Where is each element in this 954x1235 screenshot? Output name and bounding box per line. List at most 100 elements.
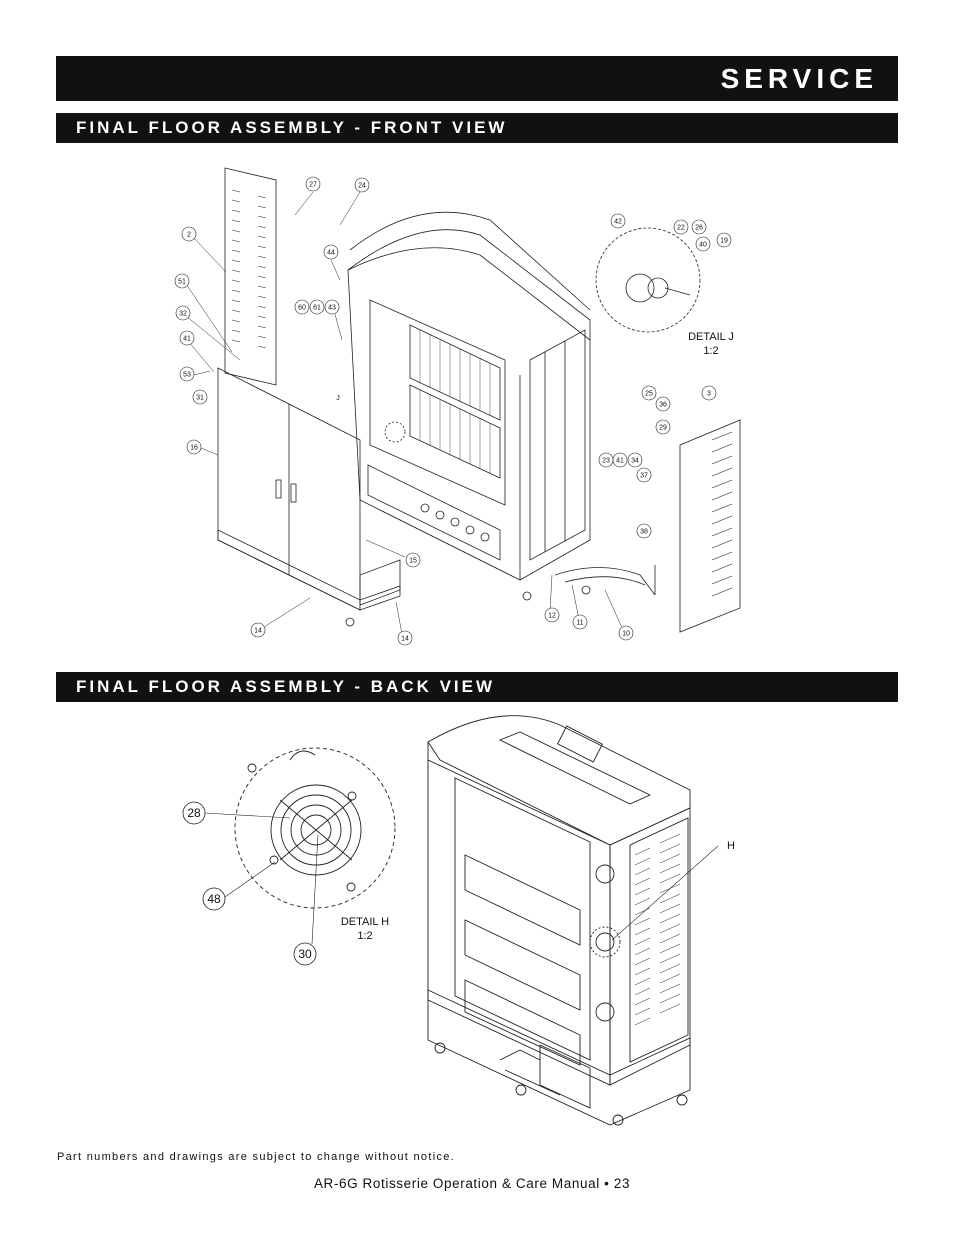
oven-window (369, 299, 506, 506)
callout-label: 14 (254, 628, 262, 635)
callout-bubble (701, 385, 717, 401)
callout-bubble (293, 942, 317, 966)
canopy-vent (498, 731, 652, 805)
callout-bubble (309, 299, 325, 315)
fan-mount-screw (347, 791, 357, 801)
control-knob (450, 517, 460, 527)
back-leader-lines (204, 812, 719, 945)
front-view-drawing (185, 167, 741, 635)
callout-bubble (544, 607, 560, 623)
back-top-canopy (427, 715, 691, 846)
caster-wheel (522, 591, 532, 601)
base-access-door (539, 1044, 591, 1109)
control-knob (420, 503, 430, 513)
callout-label: 26 (695, 225, 703, 232)
callout-label: 23 (602, 458, 610, 465)
callout-bubble (636, 523, 652, 539)
gas-inlet (499, 1049, 541, 1061)
callout-bubble (179, 366, 195, 382)
callout-bubble (716, 232, 732, 248)
callout-bubble (354, 177, 370, 193)
section-title: SERVICE (720, 63, 878, 94)
detail-j-bearing (625, 273, 655, 303)
control-knob (465, 525, 475, 535)
caster-wheel (434, 1042, 446, 1054)
callout-bubble (192, 389, 208, 405)
callout-bubble (186, 439, 202, 455)
callout-label: 48 (207, 892, 221, 906)
fan-mount-screw (269, 855, 279, 865)
rotisserie-body (347, 229, 591, 581)
callout-bubble (397, 630, 413, 646)
detail-h-marker-circle (589, 926, 621, 958)
door-handle (275, 479, 282, 499)
left-panel-vents (231, 189, 267, 349)
manual-title: AR-6G Rotisserie Operation & Care Manual (313, 1176, 600, 1191)
callout-bubble (636, 467, 652, 483)
top-panel (349, 211, 591, 311)
callout-label: 12 (548, 613, 556, 620)
front-view-callouts (174, 176, 732, 646)
callout-bubble (174, 273, 190, 289)
control-knob (480, 532, 490, 542)
callout-label: 10 (622, 631, 630, 638)
spit-rack-mesh (419, 330, 491, 474)
lower-spit-rack (409, 384, 501, 479)
fan-guard-ring (280, 794, 352, 866)
top-canopy-line (347, 247, 591, 341)
fan-icon (595, 1002, 615, 1022)
back-view-callout-labels: 28 48 30 DETAIL H 1:2 (187, 806, 389, 961)
callout-bubble (405, 552, 421, 568)
callout-label: 3 (707, 391, 711, 398)
detail-j-marker-circle (384, 421, 406, 443)
detail-h-marker: H (727, 840, 735, 852)
callout-bubble (618, 625, 634, 641)
caster-wheel (676, 1094, 688, 1106)
callout-bubble (202, 887, 226, 911)
callout-label: 41 (183, 336, 191, 343)
callout-label: 27 (309, 182, 317, 189)
footer-separator: • (604, 1176, 610, 1191)
back-inner-frame (454, 777, 591, 1061)
fan-guard-spoke (279, 799, 353, 861)
back-access-panel (464, 979, 581, 1066)
detail-j-scale: 1:2 (703, 345, 718, 357)
back-view-title: FINAL FLOOR ASSEMBLY - BACK VIEW (76, 677, 496, 696)
callout-label: 30 (298, 947, 312, 961)
right-frame (529, 329, 586, 561)
back-access-panel (464, 854, 581, 946)
callout-label: 36 (659, 402, 667, 409)
back-access-panel (464, 919, 581, 1011)
callout-label: 37 (640, 473, 648, 480)
callout-label: 16 (190, 445, 198, 452)
callout-label: 42 (614, 219, 622, 226)
callout-label: 29 (659, 425, 667, 432)
control-knob (435, 510, 445, 520)
callout-bubble (627, 452, 643, 468)
canopy-box (557, 725, 603, 763)
section-header: SERVICE (56, 56, 898, 101)
caster-wheel (581, 585, 591, 595)
callout-bubble (695, 236, 711, 252)
callout-label: 19 (720, 238, 728, 245)
callout-bubble (294, 299, 310, 315)
detail-j-name: DETAIL J (688, 331, 734, 343)
detail-h-name: DETAIL H (341, 916, 389, 928)
callout-label: 24 (358, 183, 366, 190)
callout-bubble (305, 176, 321, 192)
front-view-heading: FINAL FLOOR ASSEMBLY - FRONT VIEW (56, 113, 898, 143)
upper-spit-rack (409, 324, 501, 421)
callout-label: 34 (631, 458, 639, 465)
callout-label: 41 (616, 458, 624, 465)
fan-mount-screw (247, 763, 257, 773)
fan-icon (595, 864, 615, 884)
fan-guard-ring (290, 804, 342, 856)
callout-bubble (175, 305, 191, 321)
callout-label: 2 (187, 232, 191, 239)
detail-j-circle (595, 227, 701, 333)
right-panel-vents (711, 431, 733, 597)
callout-label: 22 (677, 225, 685, 232)
back-view-callouts (182, 801, 317, 966)
callout-bubble (181, 226, 197, 242)
